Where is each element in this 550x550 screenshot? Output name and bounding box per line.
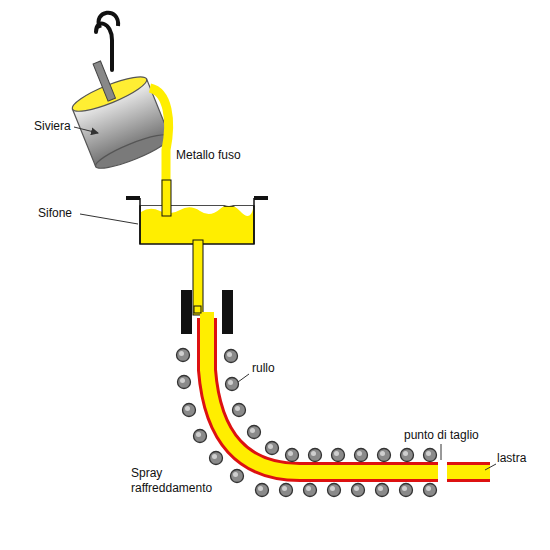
roller xyxy=(328,484,341,497)
leader-line xyxy=(238,374,249,382)
roller-highlight xyxy=(282,486,287,491)
roller xyxy=(233,404,246,417)
roller-highlight xyxy=(380,451,385,456)
slab xyxy=(447,462,490,482)
roller-highlight xyxy=(250,428,255,433)
roller xyxy=(256,484,269,497)
leader-line xyxy=(80,214,138,224)
roller-highlight xyxy=(268,444,273,449)
roller xyxy=(355,449,368,462)
leader-line xyxy=(74,127,98,133)
ladle-shroud xyxy=(162,180,171,216)
roller xyxy=(210,452,223,465)
roller xyxy=(266,442,279,455)
rollers xyxy=(177,349,437,497)
roller xyxy=(304,484,317,497)
roller-highlight xyxy=(258,486,263,491)
roller-highlight xyxy=(306,486,311,491)
roller-highlight xyxy=(233,472,238,477)
crane-hook-top xyxy=(99,13,119,28)
roller xyxy=(401,449,414,462)
roller-highlight xyxy=(196,432,201,437)
part-label: Siviera xyxy=(34,119,71,134)
part-label: punto di taglio xyxy=(404,428,479,443)
roller-highlight xyxy=(212,454,217,459)
roller-highlight xyxy=(288,451,293,456)
roller xyxy=(231,470,244,483)
ladle xyxy=(60,48,173,174)
roller xyxy=(352,484,365,497)
roller-highlight xyxy=(235,406,240,411)
strand-core xyxy=(207,312,438,472)
roller xyxy=(226,378,239,391)
roller-highlight xyxy=(357,451,362,456)
roller xyxy=(332,449,345,462)
roller-highlight xyxy=(334,451,339,456)
part-label: rullo xyxy=(252,361,275,376)
roller-highlight xyxy=(180,378,185,383)
roller xyxy=(280,484,293,497)
part-label: Spray raffreddamento xyxy=(131,466,231,496)
nozzle xyxy=(193,240,203,315)
tundish-surface xyxy=(141,205,253,216)
roller-highlight xyxy=(426,451,431,456)
roller-highlight xyxy=(228,380,233,385)
roller-highlight xyxy=(403,451,408,456)
roller-highlight xyxy=(185,406,190,411)
mould xyxy=(181,290,192,334)
roller-highlight xyxy=(378,486,383,491)
roller xyxy=(376,484,389,497)
roller xyxy=(225,350,238,363)
roller xyxy=(248,426,261,439)
roller xyxy=(286,449,299,462)
roller xyxy=(424,449,437,462)
roller xyxy=(194,430,207,443)
roller xyxy=(424,484,437,497)
roller xyxy=(177,349,190,362)
roller xyxy=(309,449,322,462)
roller xyxy=(178,376,191,389)
tundish xyxy=(140,206,254,244)
roller-highlight xyxy=(330,486,335,491)
roller-highlight xyxy=(311,451,316,456)
leader-line xyxy=(485,464,496,470)
part-label: Metallo fuso xyxy=(176,148,241,163)
roller xyxy=(400,484,413,497)
roller xyxy=(183,404,196,417)
roller-highlight xyxy=(426,486,431,491)
roller-highlight xyxy=(227,352,232,357)
part-label: lastra xyxy=(497,451,526,466)
roller-highlight xyxy=(402,486,407,491)
leader-line xyxy=(441,444,442,460)
roller-highlight xyxy=(354,486,359,491)
roller-highlight xyxy=(179,351,184,356)
part-label: Sifone xyxy=(38,206,72,221)
roller xyxy=(378,449,391,462)
